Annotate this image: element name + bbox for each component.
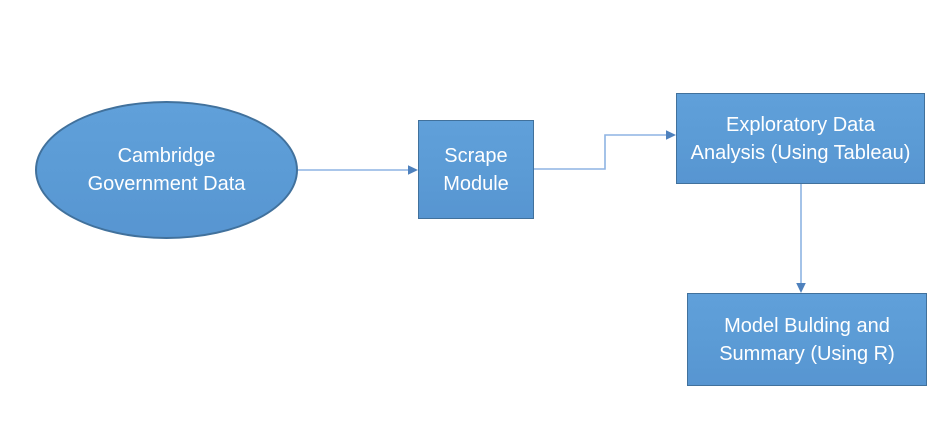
- node-label: Model Bulding and Summary (Using R): [719, 314, 895, 365]
- node-scrape-module: Scrape Module: [418, 120, 534, 219]
- node-label: Exploratory Data Analysis (Using Tableau…: [690, 113, 911, 164]
- node-label: Cambridge Government Data: [87, 145, 246, 195]
- arrowhead-down-icon: [796, 283, 806, 293]
- edge-eda-to-model: [796, 184, 806, 293]
- arrowhead-right-icon: [666, 130, 676, 140]
- arrowhead-right-icon: [408, 165, 418, 175]
- edge-source-to-scrape: [298, 165, 418, 175]
- node-model-building-summary: Model Bulding and Summary (Using R): [687, 293, 927, 386]
- node-label: Scrape Module: [443, 144, 509, 195]
- node-exploratory-data-analysis: Exploratory Data Analysis (Using Tableau…: [676, 93, 925, 184]
- node-cambridge-government-data: Cambridge Government Data: [35, 101, 298, 239]
- edge-scrape-to-eda: [534, 130, 676, 170]
